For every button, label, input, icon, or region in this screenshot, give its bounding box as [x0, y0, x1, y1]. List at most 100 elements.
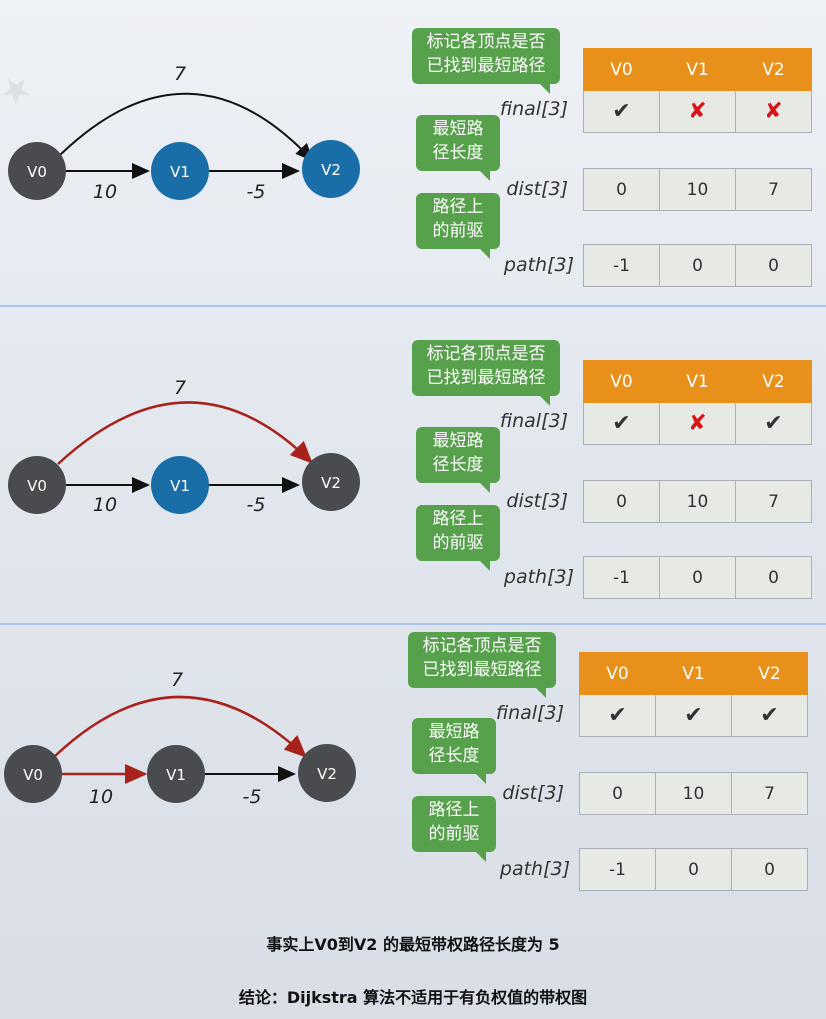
- bubble-text: 径长度: [432, 455, 484, 475]
- label-dist: dist[3]: [506, 178, 568, 200]
- header-cell: V1: [659, 360, 736, 403]
- bubble-text: 最短路: [432, 431, 484, 451]
- fact-note: 事实上V0到V2 的最短带权路径长度为 5: [266, 935, 560, 954]
- panel-step-2: V0 V1 V2 7 10 -5 标记各顶点是否 已找到最短路径 最短路 径长度…: [0, 312, 826, 617]
- node-v2: [302, 453, 360, 511]
- final-cell-v0: ✔: [579, 694, 656, 737]
- final-cell-v1: ✘: [659, 402, 736, 445]
- conclusion-note: 结论：Dijkstra 算法不适用于有负权值的带权图: [238, 988, 588, 1007]
- bubble-text: 已找到最短路径: [422, 660, 542, 680]
- bubble-text: 标记各顶点是否: [426, 344, 546, 364]
- node-v0: [8, 142, 66, 200]
- final-cell-v1: ✔: [655, 694, 732, 737]
- node-label-v0: V0: [27, 163, 47, 181]
- label-path: path[3]: [503, 254, 574, 276]
- dist-cell-v2: 7: [735, 168, 812, 211]
- path-cell-v1: 0: [659, 556, 736, 599]
- edge-v0-v2: [57, 401, 313, 465]
- bubble-final: 标记各顶点是否 已找到最短路径: [412, 28, 560, 94]
- final-table: V0 V1 V2 ✔ ✘ ✔: [583, 360, 812, 445]
- bubble-text: 的前驱: [432, 221, 484, 241]
- bubble-text: 路径上: [428, 800, 480, 820]
- label-final: final[3]: [499, 410, 568, 432]
- edge-v0-v2: [54, 695, 307, 758]
- header-cell: V1: [655, 652, 732, 695]
- node-v2: [302, 140, 360, 198]
- header-cell: V0: [579, 652, 656, 695]
- bubble-text: 标记各顶点是否: [426, 32, 546, 52]
- header-cell: V2: [735, 360, 812, 403]
- node-label-v2: V2: [321, 161, 341, 179]
- graph-step-3: V0 V1 V2 7 10 -5: [4, 669, 356, 808]
- node-label-v1: V1: [170, 163, 190, 181]
- dist-table: 0 10 7: [579, 772, 808, 815]
- node-v0: [8, 456, 66, 514]
- dist-cell-v1: 10: [655, 772, 732, 815]
- separator: [0, 305, 826, 307]
- label-final: final[3]: [499, 98, 568, 120]
- node-label-v0: V0: [23, 766, 43, 784]
- path-table: -1 0 0: [583, 556, 812, 599]
- final-cell-v2: ✔: [731, 694, 808, 737]
- path-cell-v0: -1: [579, 848, 656, 891]
- header-cell: V1: [659, 48, 736, 91]
- path-cell-v2: 0: [735, 244, 812, 287]
- bubble-text: 标记各顶点是否: [422, 636, 542, 656]
- bubble-final: 标记各顶点是否 已找到最短路径: [408, 632, 556, 698]
- panel-step-3: V0 V1 V2 7 10 -5 标记各顶点是否 已找到最短路径 最短路 径长度…: [0, 628, 826, 928]
- path-table: -1 0 0: [583, 244, 812, 287]
- node-v1: [151, 142, 209, 200]
- header-cell: V2: [735, 48, 812, 91]
- bubble-text: 最短路: [432, 119, 484, 139]
- dist-cell-v1: 10: [659, 480, 736, 523]
- final-cell-v2: ✘: [735, 90, 812, 133]
- dist-cell-v2: 7: [735, 480, 812, 523]
- weight-v0-v2: 7: [171, 669, 183, 691]
- path-cell-v0: -1: [583, 556, 660, 599]
- bubble-text: 的前驱: [428, 824, 480, 844]
- dist-table: 0 10 7: [583, 168, 812, 211]
- graph-step-2: V0 V1 V2 7 10 -5: [8, 377, 360, 516]
- node-v1: [147, 745, 205, 803]
- weight-v1-v2: -5: [247, 494, 266, 516]
- node-label-v1: V1: [170, 477, 190, 495]
- edge-v0-v2: [59, 92, 314, 162]
- bubble-text: 已找到最短路径: [426, 368, 546, 388]
- weight-v0-v2: 7: [174, 377, 186, 399]
- header-cell: V0: [583, 48, 660, 91]
- final-cell-v0: ✔: [583, 402, 660, 445]
- separator: [0, 623, 826, 625]
- bubble-text: 路径上: [432, 197, 484, 217]
- bubble-dist: 最短路 径长度: [416, 115, 500, 181]
- panel-step-1: V0 V1 V2 7 10 -5 标记各顶点是否 已找到最短路径 最短路 径长度…: [0, 0, 826, 305]
- weight-v1-v2: -5: [247, 181, 266, 203]
- weight-v1-v2: -5: [243, 786, 262, 808]
- node-label-v1: V1: [166, 766, 186, 784]
- header-cell: V2: [731, 652, 808, 695]
- final-cell-v1: ✘: [659, 90, 736, 133]
- path-table: -1 0 0: [579, 848, 808, 891]
- label-dist: dist[3]: [506, 490, 568, 512]
- path-cell-v1: 0: [655, 848, 732, 891]
- bubble-text: 的前驱: [432, 533, 484, 553]
- final-table: V0 V1 V2 ✔ ✘ ✘: [583, 48, 812, 133]
- node-v1: [151, 456, 209, 514]
- label-path: path[3]: [499, 858, 570, 880]
- path-cell-v2: 0: [731, 848, 808, 891]
- bubble-path: 路径上 的前驱: [416, 505, 500, 571]
- dist-cell-v0: 0: [583, 480, 660, 523]
- node-label-v0: V0: [27, 477, 47, 495]
- path-cell-v2: 0: [735, 556, 812, 599]
- bubble-text: 最短路: [428, 722, 480, 742]
- final-cell-v2: ✔: [735, 402, 812, 445]
- bubble-text: 径长度: [428, 746, 480, 766]
- label-final: final[3]: [495, 702, 564, 724]
- weight-v0-v2: 7: [174, 63, 186, 85]
- node-label-v2: V2: [321, 474, 341, 492]
- dist-cell-v1: 10: [659, 168, 736, 211]
- node-v2: [298, 744, 356, 802]
- weight-v0-v1: 10: [93, 494, 117, 516]
- bubble-final: 标记各顶点是否 已找到最短路径: [412, 340, 560, 406]
- bubble-text: 径长度: [432, 143, 484, 163]
- label-dist: dist[3]: [502, 782, 564, 804]
